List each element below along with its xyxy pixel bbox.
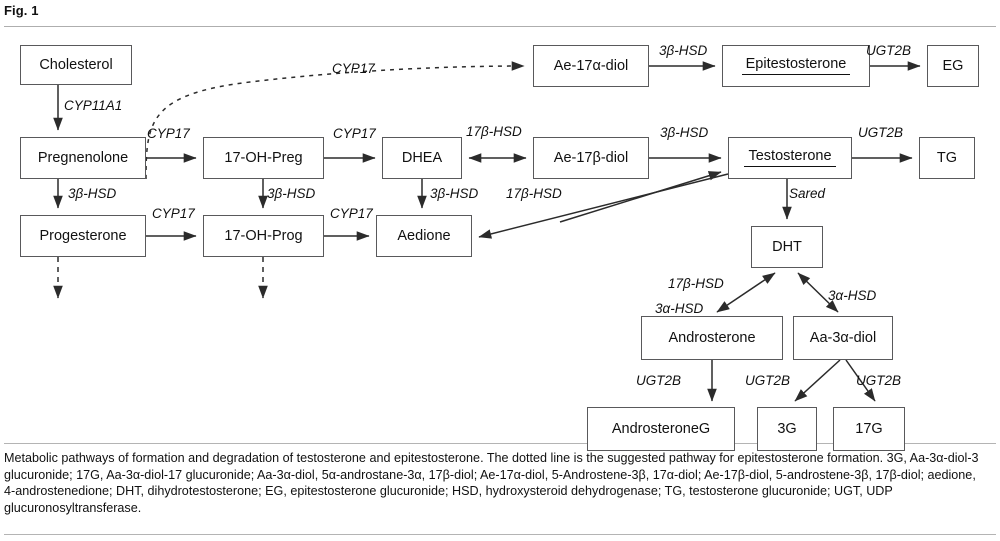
node-label-tg: TG [936, 149, 958, 166]
node-label-dhea: DHEA [401, 149, 443, 166]
node-label-3g: 3G [777, 420, 797, 437]
enzyme-label-e-17bhsd-3: 17β-HSD [668, 276, 724, 291]
node-tg[interactable]: TG [919, 137, 975, 179]
node-androsterone[interactable]: Androsterone [641, 316, 783, 360]
node-epitestosterone[interactable]: Epitestosterone [722, 45, 870, 87]
edge-aa3adiol-3g [794, 359, 841, 402]
enzyme-label-e-3ahsd-2: 3α-HSD [828, 288, 877, 303]
node-label-dht: DHT [772, 238, 802, 255]
enzyme-label-e-sared: Sared [789, 186, 826, 201]
edge-aa3adiol-17g [845, 359, 876, 402]
caption-divider-top [4, 443, 996, 444]
node-label-pregnenolone: Pregnenolone [37, 149, 129, 166]
node-label-progesterone: Progesterone [39, 227, 127, 244]
enzyme-label-e-ugt2b-2: UGT2B [745, 373, 791, 388]
enzyme-label-e-ugt2b-1: UGT2B [636, 373, 682, 388]
enzyme-label-e-17bhsd-1: 17β-HSD [466, 124, 522, 139]
enzyme-label-e-3bhsd-top: 3β-HSD [659, 43, 708, 58]
node-progesterone[interactable]: Progesterone [20, 215, 146, 257]
enzyme-label-e-cyp17-a: CYP17 [147, 126, 190, 141]
edge-testosterone-aedione [478, 173, 729, 239]
edge-dht-androsterone [716, 272, 776, 313]
node-label-oh-preg: 17-OH-Preg [224, 149, 303, 166]
node-ae-17a-diol[interactable]: Ae-17α-diol [533, 45, 649, 87]
edge-dht-aa3adiol [797, 272, 839, 313]
header-divider [4, 26, 996, 27]
node-label-aa-3a-diol: Aa-3α-diol [809, 329, 877, 346]
enzyme-label-e-3ahsd-1: 3α-HSD [655, 301, 704, 316]
enzyme-label-e-3bhsd-mid: 3β-HSD [660, 125, 709, 140]
node-androsteroneg[interactable]: AndrosteroneG [587, 407, 735, 451]
node-oh-preg[interactable]: 17-OH-Preg [203, 137, 324, 179]
node-label-epitestosterone: Epitestosterone [741, 57, 851, 75]
node-cholesterol[interactable]: Cholesterol [20, 45, 132, 85]
node-label-ae-17a-diol: Ae-17α-diol [553, 57, 629, 74]
node-label-aedione: Aedione [397, 227, 451, 244]
node-label-17g: 17G [855, 420, 883, 437]
enzyme-label-e-ugt2b-mid: UGT2B [858, 125, 904, 140]
enzyme-label-e-cyp11a1: CYP11A1 [64, 98, 123, 113]
edge-aedione-testosterone [559, 171, 722, 223]
edge-dashed-cyp17-epitestosterone-route [145, 61, 525, 180]
node-label-cholesterol: Cholesterol [39, 56, 113, 73]
node-oh-prog[interactable]: 17-OH-Prog [203, 215, 324, 257]
enzyme-label-e-3bhsd-r: 3β-HSD [430, 186, 479, 201]
node-testosterone[interactable]: Testosterone [728, 137, 852, 179]
enzyme-label-e-cyp17-d: CYP17 [330, 206, 373, 221]
enzyme-label-e-ugt2b-3: UGT2B [856, 373, 902, 388]
node-pregnenolone[interactable]: Pregnenolone [20, 137, 146, 179]
enzyme-label-e-cyp17-c: CYP17 [152, 206, 195, 221]
node-label-ae-17b-diol: Ae-17β-diol [553, 149, 629, 166]
enzyme-label-e-ugt2b-top: UGT2B [866, 43, 912, 58]
enzyme-label-e-3bhsd-l: 3β-HSD [68, 186, 117, 201]
figure-label: Fig. 1 [4, 3, 39, 18]
pathway-edges [53, 61, 921, 402]
node-17g[interactable]: 17G [833, 407, 905, 451]
enzyme-label-e-3bhsd-c: 3β-HSD [267, 186, 316, 201]
enzyme-label-e-cyp17-b: CYP17 [333, 126, 376, 141]
enzyme-label-e-cyp17-top: CYP17 [332, 61, 375, 76]
node-aedione[interactable]: Aedione [376, 215, 472, 257]
enzyme-label-e-17bhsd-2: 17β-HSD [506, 186, 562, 201]
node-eg[interactable]: EG [927, 45, 979, 87]
node-label-oh-prog: 17-OH-Prog [224, 227, 303, 244]
node-label-androsterone: Androsterone [668, 329, 756, 346]
node-label-testosterone: Testosterone [744, 149, 836, 167]
node-dht[interactable]: DHT [751, 226, 823, 268]
caption-divider-bottom [4, 534, 996, 535]
node-aa-3a-diol[interactable]: Aa-3α-diol [793, 316, 893, 360]
node-dhea[interactable]: DHEA [382, 137, 462, 179]
node-3g[interactable]: 3G [757, 407, 817, 451]
node-label-androsteroneg: AndrosteroneG [611, 420, 711, 437]
figure-caption: Metabolic pathways of formation and degr… [4, 451, 979, 516]
node-ae-17b-diol[interactable]: Ae-17β-diol [533, 137, 649, 179]
node-label-eg: EG [942, 57, 964, 74]
